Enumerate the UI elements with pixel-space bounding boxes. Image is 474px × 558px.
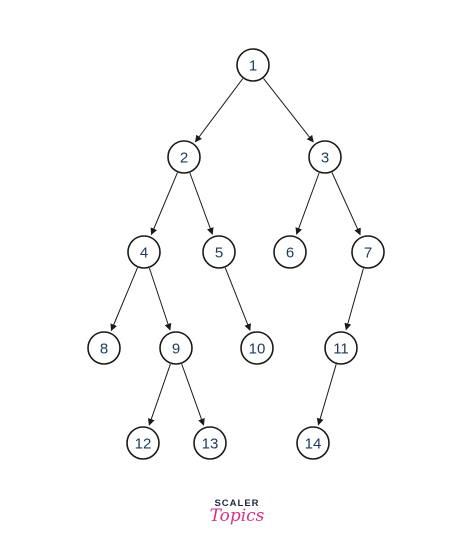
- tree-node-14: 14: [296, 426, 330, 460]
- tree-edge-4-to-8: [110, 267, 138, 332]
- tree-node-6: 6: [273, 235, 307, 269]
- tree-node-label: 2: [180, 150, 188, 167]
- tree-node-label: 12: [135, 436, 152, 453]
- tree-node-11: 11: [324, 331, 358, 365]
- tree-node-12: 12: [126, 426, 160, 460]
- tree-edge-3-to-6: [295, 172, 320, 235]
- tree-node-4: 4: [127, 235, 161, 269]
- tree-node-2: 2: [167, 140, 201, 174]
- tree-node-label: 6: [286, 245, 294, 262]
- logo-wordmark-bottom: Topics: [209, 506, 265, 526]
- tree-node-circle: [296, 426, 330, 460]
- tree-node-1: 1: [236, 48, 270, 82]
- tree-node-circle: [126, 426, 160, 460]
- tree-edge-9-to-12: [147, 363, 171, 426]
- tree-edge-9-to-13: [181, 363, 205, 426]
- tree-node-label: 13: [202, 436, 219, 453]
- tree-node-label: 11: [333, 341, 349, 358]
- edges-layer: [110, 78, 364, 426]
- tree-node-label: 5: [215, 245, 223, 262]
- tree-node-7: 7: [351, 235, 385, 269]
- tree-node-13: 13: [193, 426, 227, 460]
- tree-edge-5-to-10: [224, 267, 251, 331]
- tree-node-circle: [167, 140, 201, 174]
- tree-node-3: 3: [308, 140, 342, 174]
- tree-node-8: 8: [87, 331, 121, 365]
- tree-node-label: 14: [305, 436, 322, 453]
- tree-node-circle: [127, 235, 161, 269]
- tree-edge-2-to-4: [150, 172, 178, 236]
- tree-node-circle: [240, 331, 274, 365]
- tree-edge-1-to-2: [194, 78, 244, 143]
- tree-node-5: 5: [202, 235, 236, 269]
- tree-node-circle: [273, 235, 307, 269]
- tree-node-label: 10: [249, 341, 266, 358]
- tree-edge-1-to-3: [263, 78, 314, 143]
- tree-node-circle: [87, 331, 121, 365]
- tree-node-label: 3: [321, 150, 329, 167]
- tree-node-label: 9: [172, 341, 180, 358]
- tree-node-circle: [324, 331, 358, 365]
- tree-edge-3-to-7: [331, 172, 361, 236]
- tree-node-9: 9: [159, 331, 193, 365]
- tree-node-circle: [351, 235, 385, 269]
- logo-wordmark-top: SCALER: [214, 498, 260, 509]
- tree-node-label: 8: [100, 341, 108, 358]
- tree-node-circle: [236, 48, 270, 82]
- tree-edge-4-to-9: [148, 267, 172, 331]
- tree-edge-11-to-14: [316, 364, 337, 426]
- tree-node-10: 10: [240, 331, 274, 365]
- tree-edge-2-to-5: [189, 172, 214, 235]
- tree-node-circle: [159, 331, 193, 365]
- tree-node-circle: [308, 140, 342, 174]
- tree-node-label: 4: [140, 245, 148, 262]
- tree-node-label: 1: [249, 58, 257, 75]
- tree-node-circle: [202, 235, 236, 269]
- tree-node-circle: [193, 426, 227, 460]
- tree-edge-7-to-11: [344, 268, 364, 331]
- scaler-topics-logo: SCALER Topics: [0, 498, 474, 525]
- tree-node-label: 7: [364, 245, 372, 262]
